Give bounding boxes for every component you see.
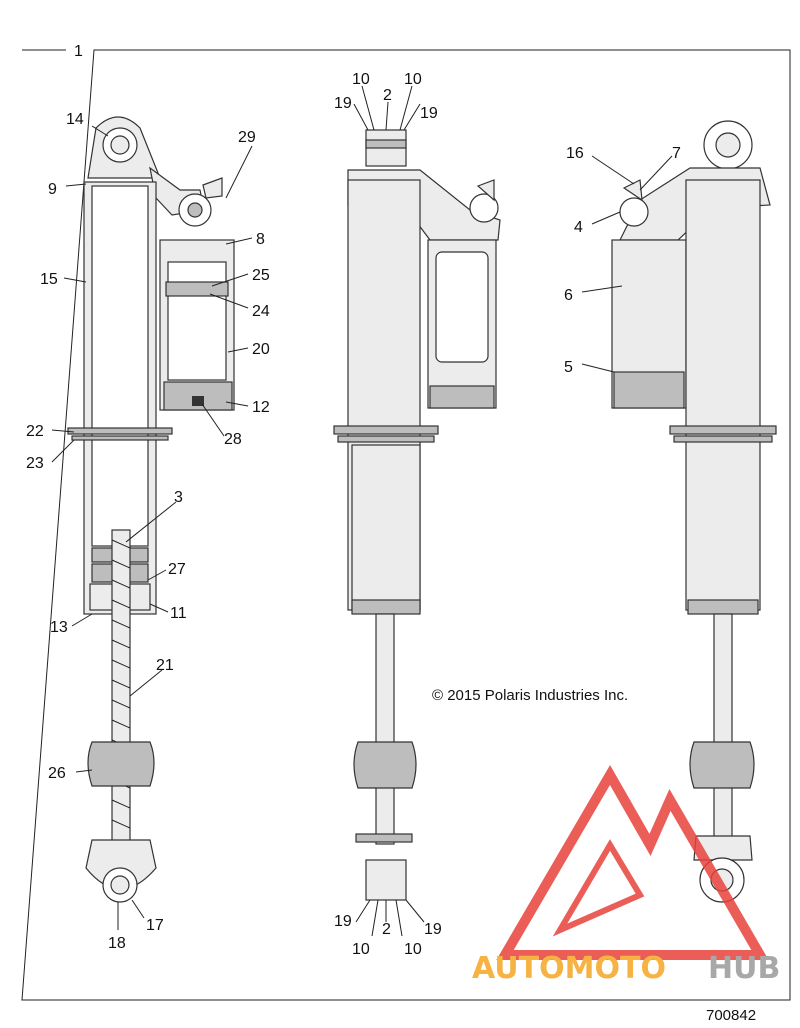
callout-5: 5 xyxy=(564,359,573,376)
copyright-text: © 2015 Polaris Industries Inc. xyxy=(432,687,628,704)
callout-19-top-right: 19 xyxy=(420,105,438,122)
callout-10-top-left: 10 xyxy=(352,71,370,88)
callout-10-bottom-left: 10 xyxy=(352,941,370,958)
callout-11: 11 xyxy=(170,605,187,622)
automotohub-watermark: AUTOMOTO HUB xyxy=(472,765,780,986)
reference-number: 700842 xyxy=(706,1007,756,1024)
callout-18: 18 xyxy=(108,935,126,952)
callout-23: 23 xyxy=(26,455,44,472)
callout-20: 20 xyxy=(252,341,270,358)
callout-12: 12 xyxy=(252,399,270,416)
callout-labels: 14 29 9 8 15 25 24 20 12 28 22 23 3 27 1… xyxy=(26,71,681,958)
callout-25: 25 xyxy=(252,267,270,284)
callout-8: 8 xyxy=(256,231,265,248)
callout-9: 9 xyxy=(48,181,57,198)
shock-side-view xyxy=(611,120,777,903)
callout-26: 26 xyxy=(48,765,66,782)
callout-19-bottom-right: 19 xyxy=(424,921,442,938)
callout-28: 28 xyxy=(224,431,242,448)
callout-17: 17 xyxy=(146,917,164,934)
callout-2-top: 2 xyxy=(383,87,392,104)
callout-14: 14 xyxy=(66,111,84,128)
diagram-frame: 1 xyxy=(21,43,791,1001)
callout-21: 21 xyxy=(156,657,174,674)
callout-6: 6 xyxy=(564,287,573,304)
callout-10-top-right: 10 xyxy=(404,71,422,88)
callout-29: 29 xyxy=(238,129,256,146)
callout-27: 27 xyxy=(168,561,186,578)
frame-label: 1 xyxy=(74,43,83,60)
callout-3: 3 xyxy=(174,489,183,506)
watermark-text-hub: HUB xyxy=(708,951,780,986)
leader-lines xyxy=(51,85,673,937)
callout-22: 22 xyxy=(26,423,44,440)
shock-front-view xyxy=(333,129,501,901)
shock-section-view xyxy=(67,116,235,903)
callout-10-bottom-right: 10 xyxy=(404,941,422,958)
callout-4: 4 xyxy=(574,219,583,236)
callout-16: 16 xyxy=(566,145,584,162)
callout-2-bottom: 2 xyxy=(382,921,391,938)
callout-13: 13 xyxy=(50,619,68,636)
callout-19-bottom-left: 19 xyxy=(334,913,352,930)
callout-19-top-left: 19 xyxy=(334,95,352,112)
callout-24: 24 xyxy=(252,303,270,320)
callout-15: 15 xyxy=(40,271,58,288)
callout-7: 7 xyxy=(672,145,681,162)
watermark-text-automoto: AUTOMOTO xyxy=(472,951,666,986)
